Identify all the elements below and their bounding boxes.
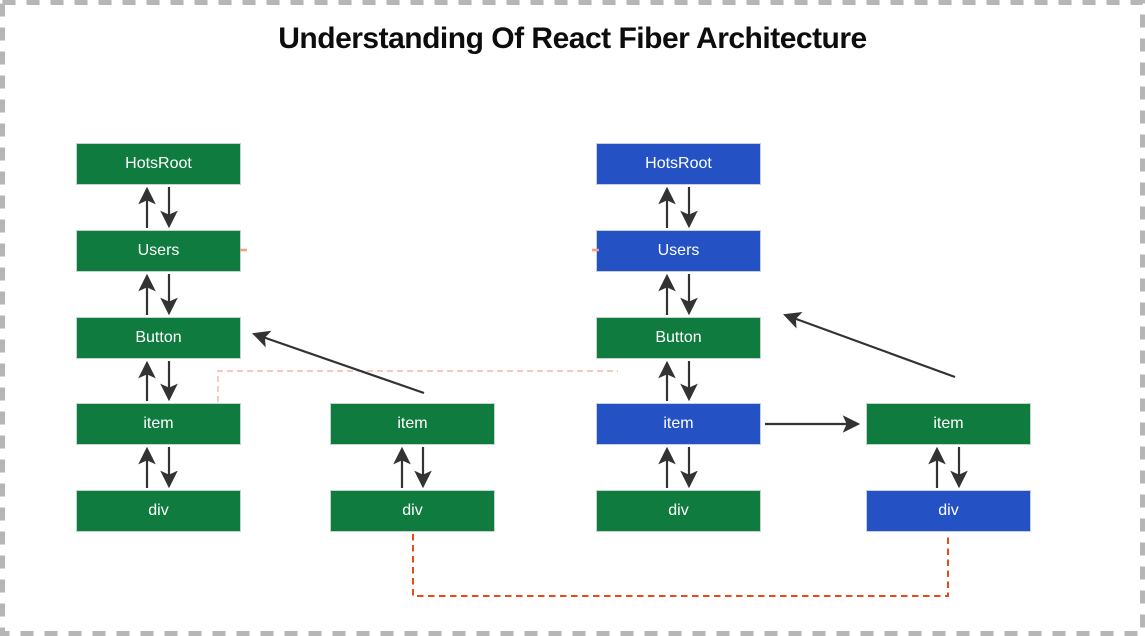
double-arrow-left-hotsroot-users xyxy=(138,186,178,229)
node-right-hotsroot: HotsRoot xyxy=(596,143,761,185)
double-arrow-left-item-div xyxy=(138,446,178,489)
double-arrow-left-side-item-div xyxy=(393,446,432,489)
node-right-div: div xyxy=(596,490,761,532)
node-label: HotsRoot xyxy=(125,155,192,172)
node-left-side-div: div xyxy=(330,490,495,532)
node-label: div xyxy=(148,502,169,519)
dashed-salmon-connector xyxy=(217,370,618,402)
double-arrow-right-hotsroot-users xyxy=(658,186,698,229)
node-label: div xyxy=(668,502,689,519)
node-label: item xyxy=(933,415,964,432)
node-label: item xyxy=(143,415,174,432)
double-arrow-left-button-item xyxy=(138,360,178,402)
double-arrow-right-side-item-div xyxy=(928,446,968,489)
node-label: Users xyxy=(657,242,700,259)
node-left-side-item: item xyxy=(330,403,495,445)
return-arrow-to-right-button xyxy=(783,311,956,379)
node-label: HotsRoot xyxy=(645,155,712,172)
node-right-users: Users xyxy=(596,230,761,272)
node-label: Users xyxy=(137,242,180,259)
node-left-div: div xyxy=(76,490,241,532)
node-left-users: Users xyxy=(76,230,241,272)
node-left-item: item xyxy=(76,403,241,445)
double-arrow-right-button-item xyxy=(658,360,698,402)
double-arrow-left-users-button xyxy=(138,273,178,316)
double-arrow-right-users-button xyxy=(658,273,698,316)
node-label: div xyxy=(402,502,423,519)
node-right-side-div: div xyxy=(866,490,1031,532)
node-label: item xyxy=(663,415,694,432)
double-arrow-right-item-div xyxy=(658,446,698,489)
node-right-button: Button xyxy=(596,317,761,359)
node-label: Button xyxy=(135,329,182,346)
node-right-item: item xyxy=(596,403,761,445)
node-label: Button xyxy=(655,329,702,346)
dashed-orange-connector xyxy=(412,534,949,597)
node-right-side-item: item xyxy=(866,403,1031,445)
return-arrow-left-side-item-to-button xyxy=(252,330,425,395)
node-label: item xyxy=(397,415,428,432)
node-left-hotsroot: HotsRoot xyxy=(76,143,241,185)
page-title: Understanding Of React Fiber Architectur… xyxy=(278,22,867,55)
node-label: div xyxy=(938,502,959,519)
node-left-button: Button xyxy=(76,317,241,359)
